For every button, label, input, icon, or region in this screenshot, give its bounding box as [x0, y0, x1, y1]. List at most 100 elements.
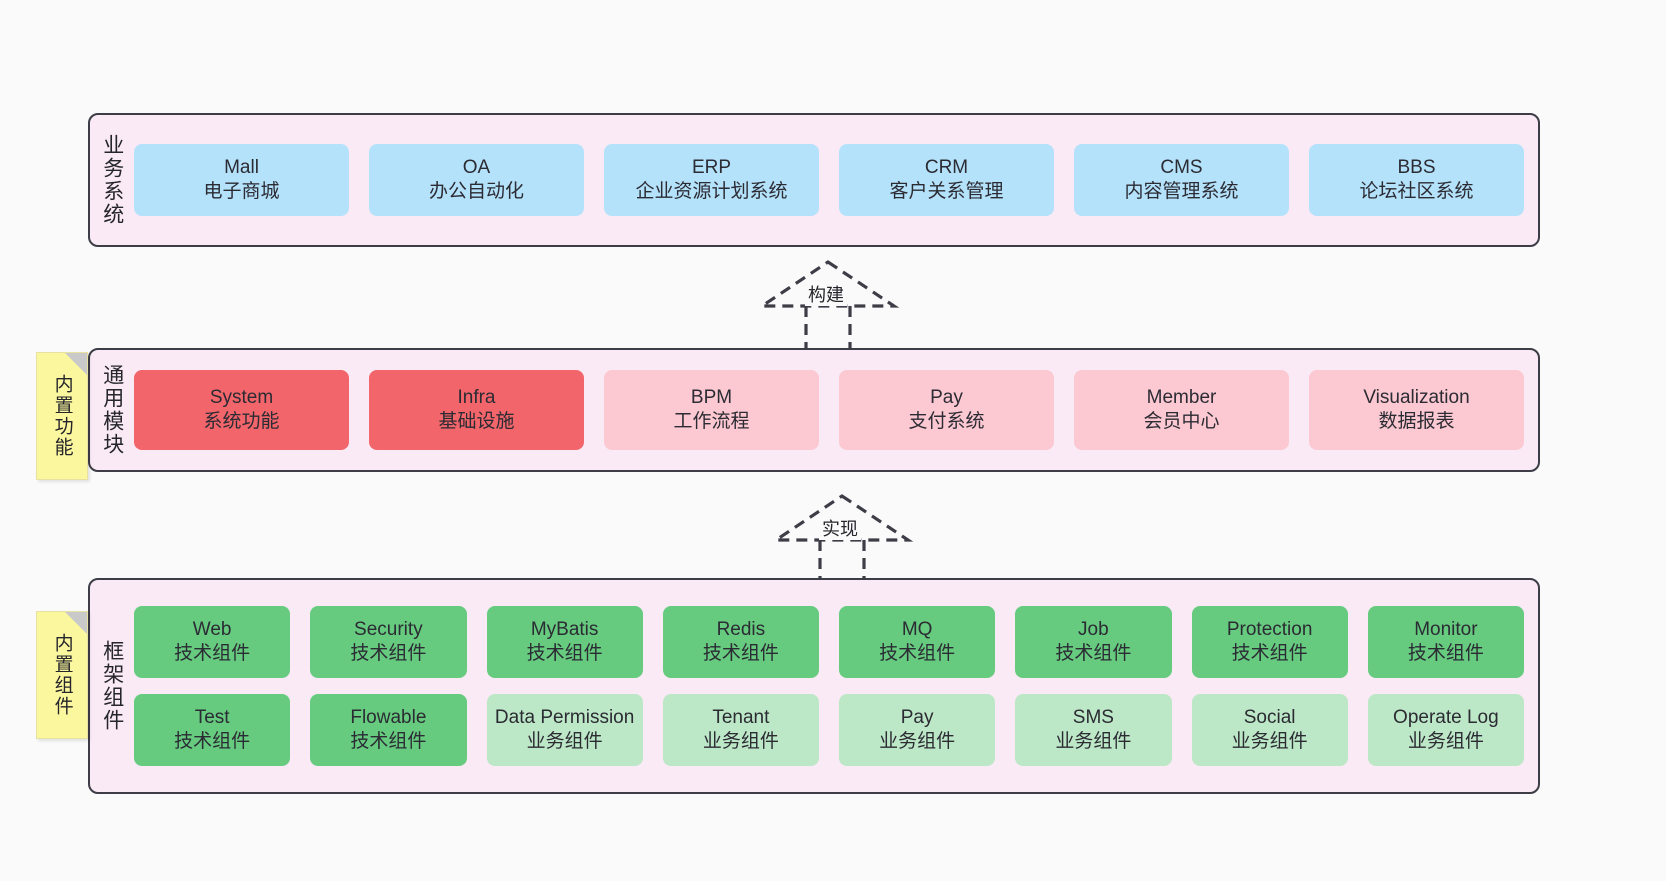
- card-subtitle: 工作流程: [673, 411, 750, 432]
- layer-label-framework: 框架组件: [100, 640, 124, 732]
- card-subtitle: 技术组件: [1231, 643, 1308, 664]
- card-subtitle: 技术组件: [350, 731, 427, 752]
- layer-row-framework-1: Test 技术组件 Flowable 技术组件 Data Permission …: [134, 694, 1524, 766]
- card-title: CRM: [924, 156, 969, 178]
- card-title: System: [209, 386, 274, 408]
- card-protection[interactable]: Protection 技术组件: [1191, 606, 1348, 678]
- layer-label-common: 通用模块: [100, 364, 124, 456]
- card-system[interactable]: System 系统功能: [134, 370, 349, 450]
- card-social[interactable]: Social 业务组件: [1191, 694, 1348, 766]
- card-crm[interactable]: CRM 客户关系管理: [839, 144, 1054, 216]
- card-title: Social: [1243, 706, 1296, 728]
- card-title: SMS: [1072, 706, 1114, 728]
- layer-body-common: System 系统功能 Infra 基础设施 BPM 工作流程 Pay 支付系统…: [134, 350, 1538, 470]
- card-title: BPM: [690, 386, 733, 408]
- card-infra[interactable]: Infra 基础设施: [369, 370, 584, 450]
- card-subtitle: 技术组件: [702, 643, 779, 664]
- sticky-note-builtin-features: 内置功能: [36, 352, 88, 480]
- card-pay-component[interactable]: Pay 业务组件: [839, 694, 996, 766]
- card-title: Pay: [900, 706, 934, 728]
- card-title: Monitor: [1414, 618, 1478, 640]
- card-subtitle: 支付系统: [908, 411, 985, 432]
- card-subtitle: 业务组件: [1231, 731, 1308, 752]
- layer-panel-framework: 框架组件 Web 技术组件 Security 技术组件 MyBatis 技术组件…: [88, 578, 1540, 794]
- card-data-permission[interactable]: Data Permission 业务组件: [486, 694, 643, 766]
- card-subtitle: 办公自动化: [428, 181, 524, 202]
- card-redis[interactable]: Redis 技术组件: [662, 606, 819, 678]
- card-security[interactable]: Security 技术组件: [310, 606, 467, 678]
- card-subtitle: 技术组件: [174, 643, 251, 664]
- card-member[interactable]: Member 会员中心: [1074, 370, 1289, 450]
- card-subtitle: 内容管理系统: [1124, 181, 1239, 202]
- card-pay-module[interactable]: Pay 支付系统: [839, 370, 1054, 450]
- card-subtitle: 业务组件: [702, 731, 779, 752]
- card-title: Visualization: [1363, 386, 1470, 408]
- card-subtitle: 业务组件: [1055, 731, 1132, 752]
- card-title: CMS: [1160, 156, 1203, 178]
- card-sms[interactable]: SMS 业务组件: [1015, 694, 1172, 766]
- card-subtitle: 技术组件: [1407, 643, 1484, 664]
- sticky-note-builtin-components: 内置组件: [36, 611, 88, 739]
- card-title: Security: [354, 618, 423, 640]
- card-bbs[interactable]: BBS 论坛社区系统: [1309, 144, 1524, 216]
- card-subtitle: 业务组件: [879, 731, 956, 752]
- generalization-arrow-icon: [756, 260, 900, 348]
- card-subtitle: 技术组件: [526, 643, 603, 664]
- connector-implement: 实现: [770, 492, 914, 582]
- generalization-arrow-icon: [770, 494, 914, 582]
- card-title: Member: [1146, 386, 1217, 408]
- card-subtitle: 业务组件: [1407, 731, 1484, 752]
- card-subtitle: 客户关系管理: [889, 181, 1004, 202]
- card-subtitle: 会员中心: [1143, 411, 1220, 432]
- sticky-note-label: 内置功能: [51, 374, 73, 458]
- card-subtitle: 技术组件: [1055, 643, 1132, 664]
- card-mall[interactable]: Mall 电子商城: [134, 144, 349, 216]
- card-title: Mall: [224, 156, 259, 178]
- card-subtitle: 系统功能: [203, 411, 280, 432]
- card-subtitle: 基础设施: [438, 411, 515, 432]
- sticky-note-label: 内置组件: [51, 633, 73, 717]
- layer-body-framework: Web 技术组件 Security 技术组件 MyBatis 技术组件 Redi…: [134, 580, 1538, 792]
- connector-implement-label: 实现: [819, 519, 861, 540]
- card-title: Tenant: [712, 706, 770, 728]
- card-title: BBS: [1397, 156, 1436, 178]
- layer-row-business-0: Mall 电子商城 OA 办公自动化 ERP 企业资源计划系统 CRM 客户关系…: [134, 144, 1524, 216]
- layer-label-business: 业务系统: [100, 134, 124, 226]
- card-test[interactable]: Test 技术组件: [134, 694, 291, 766]
- card-title: Pay: [930, 386, 963, 408]
- card-subtitle: 技术组件: [174, 731, 251, 752]
- card-title: Flowable: [350, 706, 427, 728]
- card-erp[interactable]: ERP 企业资源计划系统: [604, 144, 819, 216]
- card-title: ERP: [691, 156, 732, 178]
- card-title: Redis: [716, 618, 766, 640]
- page-fold-icon: [65, 353, 87, 375]
- card-flowable[interactable]: Flowable 技术组件: [310, 694, 467, 766]
- card-mybatis[interactable]: MyBatis 技术组件: [486, 606, 643, 678]
- card-subtitle: 技术组件: [879, 643, 956, 664]
- card-job[interactable]: Job 技术组件: [1015, 606, 1172, 678]
- layer-body-business: Mall 电子商城 OA 办公自动化 ERP 企业资源计划系统 CRM 客户关系…: [134, 115, 1538, 245]
- card-web[interactable]: Web 技术组件: [134, 606, 291, 678]
- card-subtitle: 数据报表: [1378, 411, 1455, 432]
- card-title: Operate Log: [1393, 706, 1499, 728]
- connector-build-label: 构建: [805, 285, 847, 306]
- card-bpm[interactable]: BPM 工作流程: [604, 370, 819, 450]
- card-cms[interactable]: CMS 内容管理系统: [1074, 144, 1289, 216]
- card-title: Infra: [457, 386, 496, 408]
- card-tenant[interactable]: Tenant 业务组件: [662, 694, 819, 766]
- card-monitor[interactable]: Monitor 技术组件: [1367, 606, 1524, 678]
- card-visualization[interactable]: Visualization 数据报表: [1309, 370, 1524, 450]
- layer-row-framework-0: Web 技术组件 Security 技术组件 MyBatis 技术组件 Redi…: [134, 606, 1524, 678]
- card-oa[interactable]: OA 办公自动化: [369, 144, 584, 216]
- card-operate-log[interactable]: Operate Log 业务组件: [1367, 694, 1524, 766]
- card-subtitle: 业务组件: [526, 731, 603, 752]
- card-title: MQ: [901, 618, 933, 640]
- card-title: MyBatis: [530, 618, 599, 640]
- layer-row-common-0: System 系统功能 Infra 基础设施 BPM 工作流程 Pay 支付系统…: [134, 370, 1524, 450]
- card-title: Web: [192, 618, 232, 640]
- card-mq[interactable]: MQ 技术组件: [839, 606, 996, 678]
- layer-panel-business: 业务系统 Mall 电子商城 OA 办公自动化 ERP 企业资源计划系统 CRM…: [88, 113, 1540, 247]
- card-title: Data Permission: [494, 706, 635, 728]
- card-subtitle: 论坛社区系统: [1359, 181, 1474, 202]
